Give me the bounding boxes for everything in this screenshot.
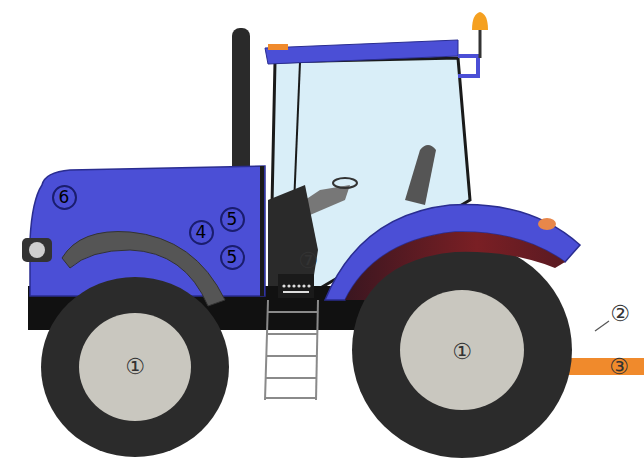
front-tire [41,277,229,457]
rear-fender [325,205,580,301]
callout-circle: 5 [220,207,245,232]
fender-light [538,218,556,230]
cab-roof [265,40,458,64]
beacon-arm [458,56,478,76]
headlight [22,238,52,262]
beacon-post [479,30,482,58]
roof-light [268,44,288,50]
front-hub [79,313,191,421]
callout-circle: 6 [52,185,77,210]
hood [30,166,265,296]
hood-seam [260,166,264,296]
ladder [265,300,318,400]
callout-circle: 5 [220,245,245,270]
exhaust-stack [232,28,250,178]
steering-wheel [333,178,357,188]
callout-number: 5 [227,249,238,266]
callout-number: 6 [59,189,70,206]
beacon [472,12,488,30]
callout-number: 5 [227,211,238,228]
fender-shadow [345,232,565,300]
control-panel [278,274,314,298]
callout-circle: 4 [189,220,214,245]
leader-line [595,321,609,331]
rear-hub [400,290,524,410]
callout-number: ① [452,341,472,363]
callout-number: ③ [609,356,629,378]
seat [405,145,436,205]
callout-number: ⑦ [298,250,318,272]
callout-number: ② [610,303,630,325]
callout-number: 4 [196,224,207,241]
dash-column [268,185,318,300]
drawbar [560,358,644,375]
callout-number: ① [125,356,145,378]
headlight-lens [29,242,45,258]
panel-dots [282,284,310,293]
